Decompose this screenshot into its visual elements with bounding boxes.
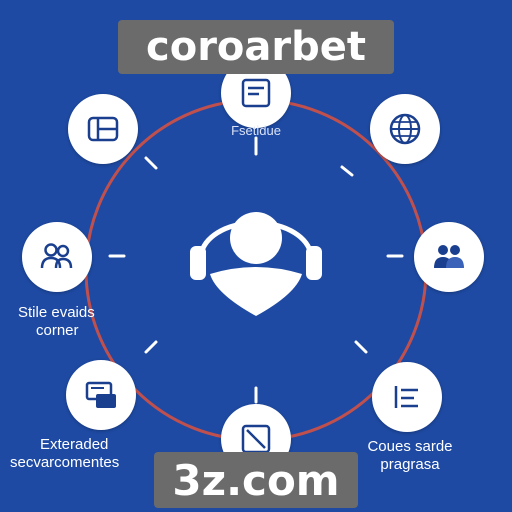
document-icon — [241, 78, 271, 108]
spoke-bottom-right — [354, 340, 368, 354]
spoke-top-right — [340, 165, 354, 177]
label-left-line-2: corner — [36, 322, 79, 339]
list-icon — [394, 386, 418, 408]
spoke-bottom-left — [144, 340, 158, 354]
inner-label: Fsetidue — [231, 123, 281, 138]
node-top-left — [68, 94, 138, 164]
node-right — [414, 222, 484, 292]
label-bottom-right-line-2: pragrasa — [380, 456, 440, 473]
node-bottom-left — [66, 360, 136, 430]
team-icon — [434, 245, 464, 268]
label-bottom-right: Coues sarde pragrasa — [360, 438, 460, 474]
label-left: Stile evaids corner — [18, 304, 95, 340]
users-icon — [40, 243, 73, 269]
watermark-bottom: 3z.com — [154, 452, 358, 508]
chip-icon — [87, 116, 119, 142]
spokes — [108, 136, 404, 404]
label-bottom-left-line-2: secvarcomentes — [10, 454, 120, 471]
label-bottom-left-line-1: Exteraded — [40, 436, 109, 453]
node-top-right — [370, 94, 440, 164]
spoke-top-left — [144, 156, 158, 170]
label-left-line-1: Stile evaids — [18, 304, 95, 321]
label-bottom-left: Exteraded secvarcomentes — [10, 436, 119, 472]
watermark-top: coroarbet — [118, 20, 394, 74]
node-left — [22, 222, 92, 292]
headset-user-icon — [190, 212, 322, 316]
node-bottom-right — [372, 362, 442, 432]
globe-icon — [389, 113, 421, 145]
label-bottom-right-line-1: Coues sarde — [367, 438, 453, 455]
card-icon — [85, 381, 116, 408]
